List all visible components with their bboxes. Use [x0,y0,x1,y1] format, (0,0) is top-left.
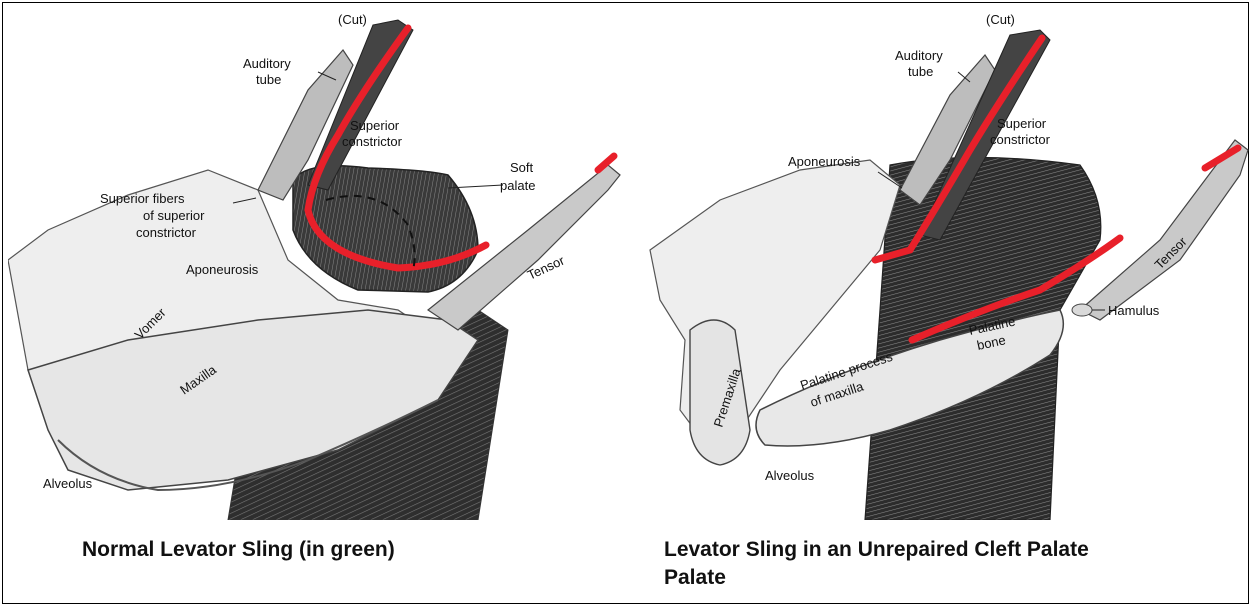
label-superior-constrictor-2-right: constrictor [990,132,1051,147]
right-illustration: (Cut) Auditory tube Superior constrictor… [640,10,1250,520]
left-illustration: (Cut) Auditory tube Superior constrictor… [8,10,628,520]
label-cut-right: (Cut) [986,12,1015,27]
label-superior-constrictor-1-right: Superior [997,116,1047,131]
label-superior-constrictor-1: Superior [350,118,400,133]
right-caption-line2: Palate [664,564,726,592]
label-superior-fibers-1: Superior fibers [100,191,185,206]
label-alveolus-right: Alveolus [765,468,815,483]
label-auditory-2: tube [256,72,281,87]
label-superior-fibers-2: of superior [143,208,205,223]
left-caption: Normal Levator Sling (in green) [82,536,395,564]
label-aponeurosis: Aponeurosis [186,262,259,277]
tensor-right [1080,140,1248,320]
label-auditory-1: Auditory [243,56,291,71]
label-auditory-2-right: tube [908,64,933,79]
label-soft-palate-2: palate [500,178,535,193]
label-soft-palate-1: Soft [510,160,534,175]
label-auditory-1-right: Auditory [895,48,943,63]
right-caption-line1: Levator Sling in an Unrepaired Cleft Pal… [664,536,1089,564]
hamulus-shape [1072,304,1092,316]
label-superior-fibers-3: constrictor [136,225,197,240]
label-hamulus: Hamulus [1108,303,1160,318]
label-aponeurosis-right: Aponeurosis [788,154,861,169]
label-alveolus: Alveolus [43,476,93,491]
label-superior-constrictor-2: constrictor [342,134,403,149]
label-cut: (Cut) [338,12,367,27]
